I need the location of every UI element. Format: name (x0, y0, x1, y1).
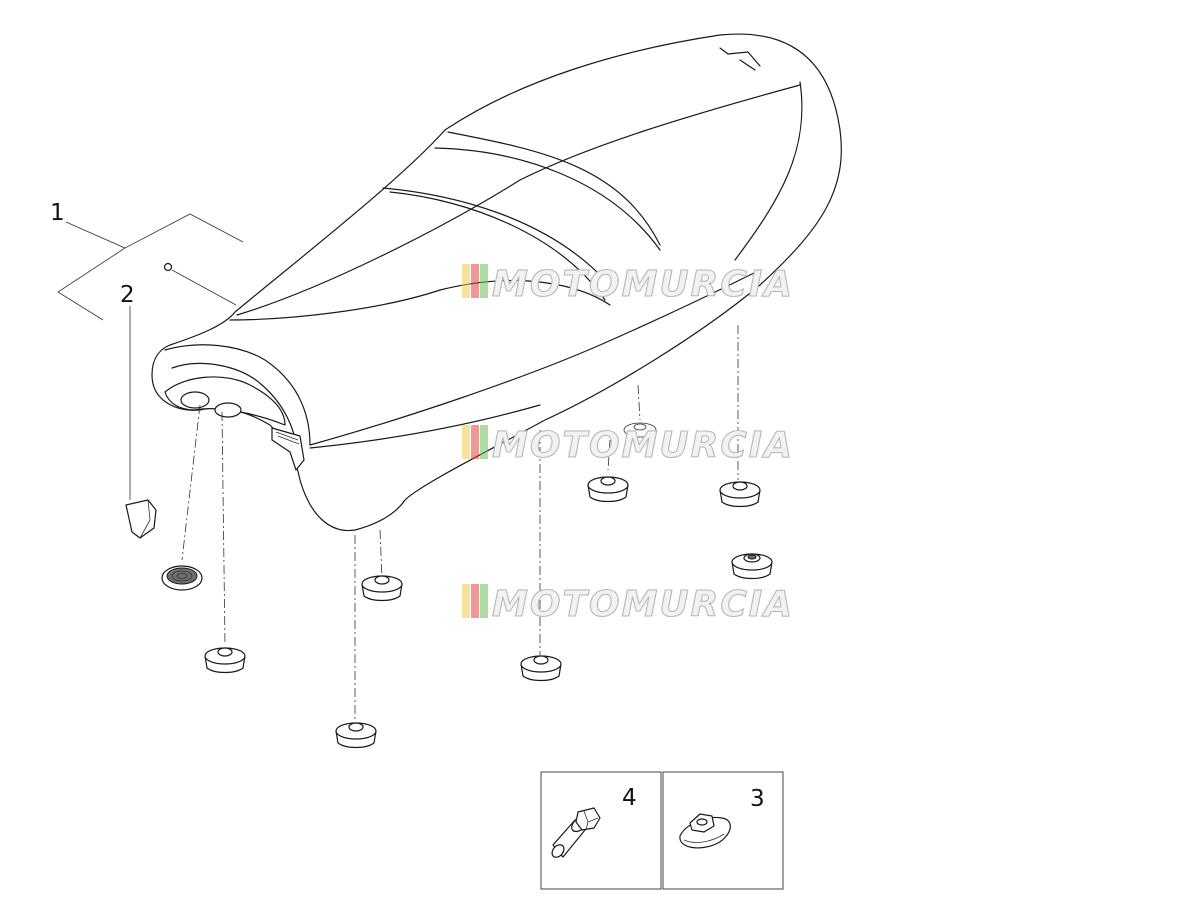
seat-lower-edge (309, 404, 541, 449)
clip-nut (679, 813, 731, 849)
seat-center-band-2 (389, 191, 606, 301)
seat-latch-hook (271, 427, 305, 471)
screw-leader (171, 269, 237, 306)
grommet-5 (587, 476, 629, 503)
seat-mount-boss-2 (214, 402, 242, 418)
grommet-3 (335, 722, 377, 749)
callout-number-2: 2 (120, 282, 135, 308)
mount-axes (181, 325, 739, 720)
grommet-7 (731, 553, 773, 580)
callout-group-2: 2 (120, 282, 157, 539)
seat-assembly (151, 33, 842, 532)
seat-rear-tip-mark (719, 47, 761, 71)
callout-number-3: 3 (750, 786, 765, 812)
callout-number-4: 4 (622, 785, 637, 811)
seat-rear-panel-edge (734, 81, 803, 261)
watermark-1: MOTOMURCIA (462, 263, 794, 306)
grommets (161, 422, 773, 749)
grommet-2 (361, 575, 403, 602)
seat-center-band-3 (382, 187, 601, 276)
grommet-6 (719, 481, 761, 508)
detail-box-frame (662, 771, 784, 890)
detail-box-item-4: 4 (540, 771, 662, 890)
callout-1-bracket-lower (57, 247, 126, 321)
watermark-logo-bars (462, 425, 488, 459)
watermark-logo-bars (462, 584, 488, 618)
rubber-buffer (125, 499, 157, 539)
seat-side-seam (309, 269, 761, 446)
seat-underside-cavity (164, 376, 286, 426)
grommet-hidden (623, 422, 657, 438)
seat-front-cup-inner (171, 362, 298, 451)
watermark-text: MOTOMURCIA (492, 584, 794, 625)
seat-mount-boss-1 (180, 391, 210, 409)
watermark-text: MOTOMURCIA (492, 264, 794, 305)
flange-bolt (551, 807, 601, 858)
grommet-rubber-large (161, 565, 203, 591)
seat-top-seam (236, 84, 801, 316)
detail-box-item-3: 3 (662, 771, 784, 890)
seat-center-band-1 (434, 147, 661, 251)
callout-number-1: 1 (50, 200, 65, 226)
detail-box-frame (540, 771, 662, 890)
small-screw (163, 262, 173, 272)
watermark-3: MOTOMURCIA (462, 583, 794, 626)
grommet-4 (520, 655, 562, 682)
watermark-2: MOTOMURCIA (462, 424, 794, 467)
callout-group-1: 1 (50, 200, 244, 321)
seat-rear-panel-top (447, 131, 661, 246)
grommet-1 (204, 647, 246, 674)
watermark-logo-bars (462, 264, 488, 298)
seat-front-cup-outer (164, 344, 311, 446)
watermark-text: MOTOMURCIA (492, 425, 794, 466)
seat-outline (151, 33, 842, 532)
callout-1-leader (65, 213, 244, 249)
seat-front-panel (229, 279, 611, 321)
